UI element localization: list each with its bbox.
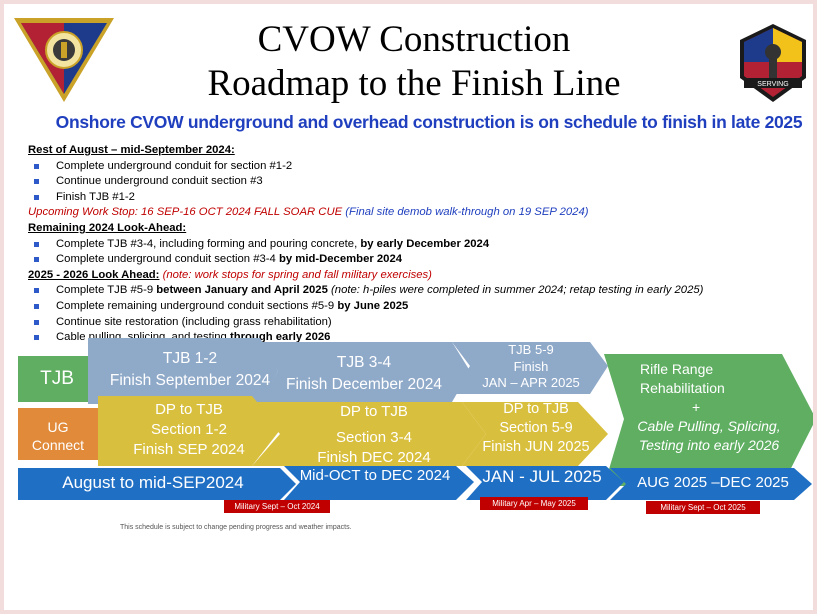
tjb-row-label-box <box>18 356 96 402</box>
work-stop-note: (Final site demob walk-through on 19 SEP… <box>345 206 589 219</box>
page-title: CVOW Construction Roadmap to the Finish … <box>207 19 621 104</box>
tjb-row-label: TJB <box>40 368 74 389</box>
green-final-chevron <box>604 354 813 486</box>
timeline-arrow-2 <box>284 466 474 500</box>
tjb-3-4-chevron <box>260 342 470 402</box>
military-badge-1: Military Sept – Oct 2024 <box>224 500 330 513</box>
timeline-label-3: JAN - JUL 2025 <box>482 467 602 486</box>
list-item: Complete underground conduit section #3-… <box>28 252 817 268</box>
timeline-label-1: August to mid-SEP2024 <box>62 473 244 492</box>
list-item: Complete underground conduit for section… <box>28 159 817 175</box>
serving-text: SERVING <box>757 81 788 88</box>
tjb-5-9-chevron <box>452 342 608 394</box>
ug-connect-box <box>18 408 98 460</box>
section-heading-2024: Remaining 2024 Look-Ahead: <box>28 221 187 234</box>
rifle-range-text: Rifle Range Rehabilitation + Cable Pulli… <box>637 361 781 453</box>
schedule-disclaimer: This schedule is subject to change pendi… <box>120 524 352 531</box>
work-stop-line: Upcoming Work Stop: 16 SEP-16 OCT 2024 F… <box>28 205 817 221</box>
tjb-1-2-chevron <box>88 338 278 404</box>
list-item: Continue site restoration (including gra… <box>28 315 817 331</box>
timeline-label-4: AUG 2025 –DEC 2025 <box>637 474 789 491</box>
dp-3-4-chevron <box>252 402 486 466</box>
military-badge-3: Military Sept – Oct 2025 <box>646 501 760 514</box>
work-stop-text: Upcoming Work Stop: 16 SEP-16 OCT 2024 F… <box>28 206 343 219</box>
list-item: Finish TJB #1-2 <box>28 190 817 206</box>
list-item: Complete TJB #3-4, including forming and… <box>28 237 817 253</box>
list-item: Complete TJB #5-9 between January and Ap… <box>28 283 817 299</box>
slide: CVOW Construction Roadmap to the Finish … <box>4 4 813 610</box>
list-item: Continue underground conduit section #3 <box>28 174 817 190</box>
timeline-arrow-3 <box>466 466 624 500</box>
timeline-arrow-1 <box>18 468 296 500</box>
command-emblem-logo <box>14 18 114 102</box>
serving-shield-logo: SERVING <box>740 24 806 102</box>
military-badge-2: Military Apr – May 2025 <box>480 497 588 510</box>
timeline-label-2: Mid-OCT to DEC 2024 <box>299 467 451 484</box>
list-item: Complete remaining underground conduit s… <box>28 299 817 315</box>
timeline-arrow-4 <box>610 468 812 500</box>
schedule-bullets: Rest of August – mid-September 2024: Com… <box>28 143 817 346</box>
dp-5-9-chevron <box>462 402 608 466</box>
section-heading-aug-sep: Rest of August – mid-September 2024: <box>28 144 235 156</box>
section-heading-2025-2026: 2025 - 2026 Look Ahead: (note: work stop… <box>28 268 432 281</box>
dp-1-2-chevron <box>98 396 280 466</box>
page-subtitle: Onshore CVOW underground and overhead co… <box>55 112 803 132</box>
roadmap-shapes <box>18 338 813 500</box>
